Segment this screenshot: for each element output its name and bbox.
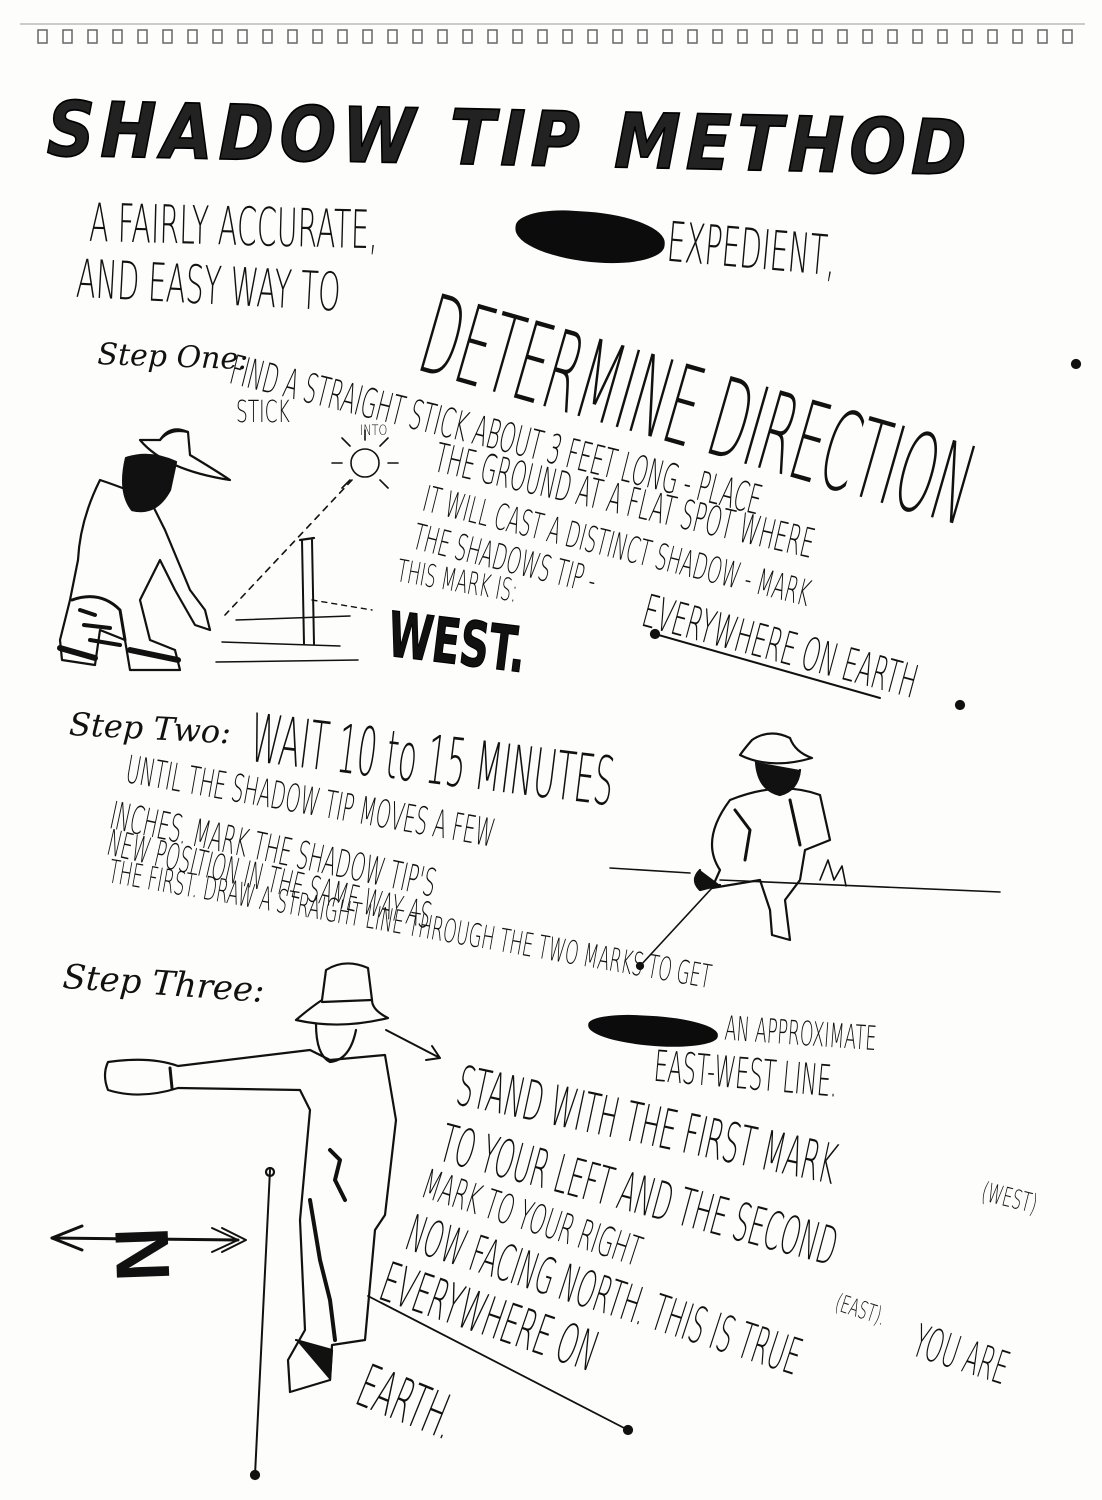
compass-arrow: [50, 1224, 247, 1253]
binding-hole: [637, 29, 648, 44]
sitting-cowboy-figure: [609, 732, 1001, 971]
binding-hole: [662, 29, 673, 44]
pointing-cowboy-figure: [103, 962, 634, 1481]
binding-hole: [387, 29, 398, 44]
spiral-binding: [20, 23, 1085, 44]
binding-hole: [487, 29, 498, 44]
binding-hole: [212, 29, 223, 44]
binding-hole: [187, 29, 198, 44]
binding-hole: [762, 29, 773, 44]
binding-hole: [937, 29, 948, 44]
binding-hole: [787, 29, 798, 44]
binding-hole: [262, 29, 273, 44]
binding-hole: [862, 29, 873, 44]
binding-hole: [737, 29, 748, 44]
binding-hole: [287, 29, 298, 44]
binding-hole: [412, 29, 423, 44]
crouching-cowboy-figure: [57, 428, 232, 672]
binding-hole: [237, 29, 248, 44]
stick-in-ground: [215, 536, 373, 663]
binding-hole: [162, 29, 173, 44]
binding-hole: [1062, 29, 1073, 44]
binding-hole: [962, 29, 973, 44]
binding-hole: [887, 29, 898, 44]
binding-hole: [687, 29, 698, 44]
binding-hole: [137, 29, 148, 44]
binding-hole: [912, 29, 923, 44]
binding-hole: [512, 29, 523, 44]
binding-hole: [62, 29, 73, 44]
binding-hole: [612, 29, 623, 44]
binding-hole: [37, 29, 48, 44]
binding-hole: [312, 29, 323, 44]
binding-hole: [437, 29, 448, 44]
binding-hole: [337, 29, 348, 44]
binding-hole: [1012, 29, 1023, 44]
sun-sketch: [224, 429, 399, 616]
binding-hole: [987, 29, 998, 44]
binding-hole: [112, 29, 123, 44]
binding-hole: [362, 29, 373, 44]
binding-hole: [1037, 29, 1048, 44]
binding-hole: [587, 29, 598, 44]
step-one-line-2a: STICK: [236, 395, 290, 430]
compass-north-letter: N: [100, 1225, 187, 1283]
step-one-line-2b: INTO: [360, 423, 388, 439]
binding-hole: [462, 29, 473, 44]
binding-hole: [837, 29, 848, 44]
binding-hole: [537, 29, 548, 44]
binding-hole: [562, 29, 573, 44]
binding-hole: [87, 29, 98, 44]
binding-hole: [812, 29, 823, 44]
binding-hole: [712, 29, 723, 44]
